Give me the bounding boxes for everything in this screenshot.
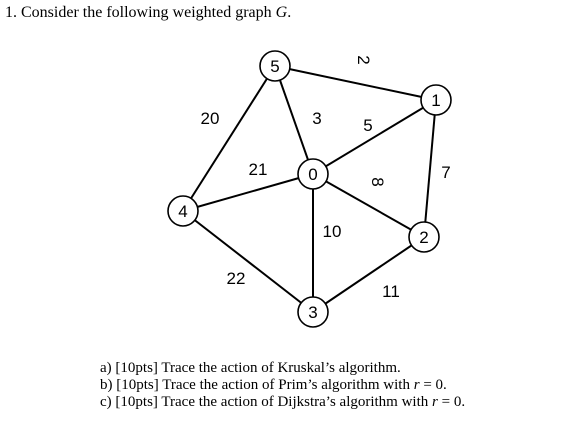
weight-5-4: 20 [201, 109, 220, 128]
question-c: c) [10pts] Trace the action of Dijkstra’… [100, 394, 465, 411]
question-b-text: b) [10pts] Trace the action of Prim’s al… [100, 377, 414, 393]
node-4: 4 [167, 195, 199, 227]
graph-edges [182, 65, 437, 313]
problem-number: 1. [5, 4, 17, 21]
problem-text: Consider the following weighted graph [21, 4, 276, 21]
weight-0-2: 8 [368, 177, 387, 186]
weight-5-1: 2 [354, 55, 373, 64]
question-b: b) [10pts] Trace the action of Prim’s al… [100, 377, 465, 394]
weight-0-3: 10 [323, 222, 342, 241]
problem-statement: 1. Consider the following weighted graph… [5, 4, 291, 22]
node-5: 5 [259, 50, 291, 82]
node-label-0: 0 [308, 165, 317, 184]
weight-3-2: 11 [382, 282, 400, 301]
weight-0-1: 5 [363, 116, 372, 135]
edge-3-2 [312, 236, 425, 313]
node-label-4: 4 [178, 202, 187, 221]
edge-0-1 [312, 99, 437, 175]
question-b-var: r [413, 377, 420, 393]
question-list: a) [10pts] Trace the action of Kruskal’s… [100, 360, 465, 411]
graph-symbol: G [275, 4, 288, 21]
question-a-text: a) [10pts] Trace the action of Kruskal’s… [100, 360, 401, 376]
node-1: 1 [420, 84, 452, 116]
question-b-suffix: = 0. [419, 377, 447, 393]
node-2: 2 [408, 221, 440, 253]
edge-4-3 [182, 210, 314, 313]
node-3: 3 [297, 296, 329, 328]
weight-1-2: 7 [441, 163, 450, 182]
node-label-3: 3 [308, 303, 317, 322]
question-c-text: c) [10pts] Trace the action of Dijkstra’… [100, 394, 433, 410]
node-label-1: 1 [431, 91, 440, 110]
edge-4-0 [182, 173, 314, 212]
node-label-5: 5 [270, 57, 279, 76]
problem-text-end: . [287, 4, 292, 21]
edge-1-2 [423, 99, 437, 238]
question-c-var: r [432, 394, 438, 410]
node-label-2: 2 [419, 228, 428, 247]
edge-weights: 2 20 3 5 21 8 7 10 22 11 [201, 55, 451, 301]
edge-5-1 [274, 65, 437, 101]
weight-4-3: 22 [227, 269, 246, 288]
question-a: a) [10pts] Trace the action of Kruskal’s… [100, 360, 465, 377]
edge-5-0 [274, 65, 314, 175]
question-c-suffix: = 0. [437, 394, 466, 410]
edge-5-4 [182, 65, 276, 212]
edge-0-2 [312, 173, 425, 238]
weight-5-0: 3 [312, 109, 321, 128]
weight-4-0: 21 [249, 160, 268, 179]
node-0: 0 [297, 158, 329, 190]
